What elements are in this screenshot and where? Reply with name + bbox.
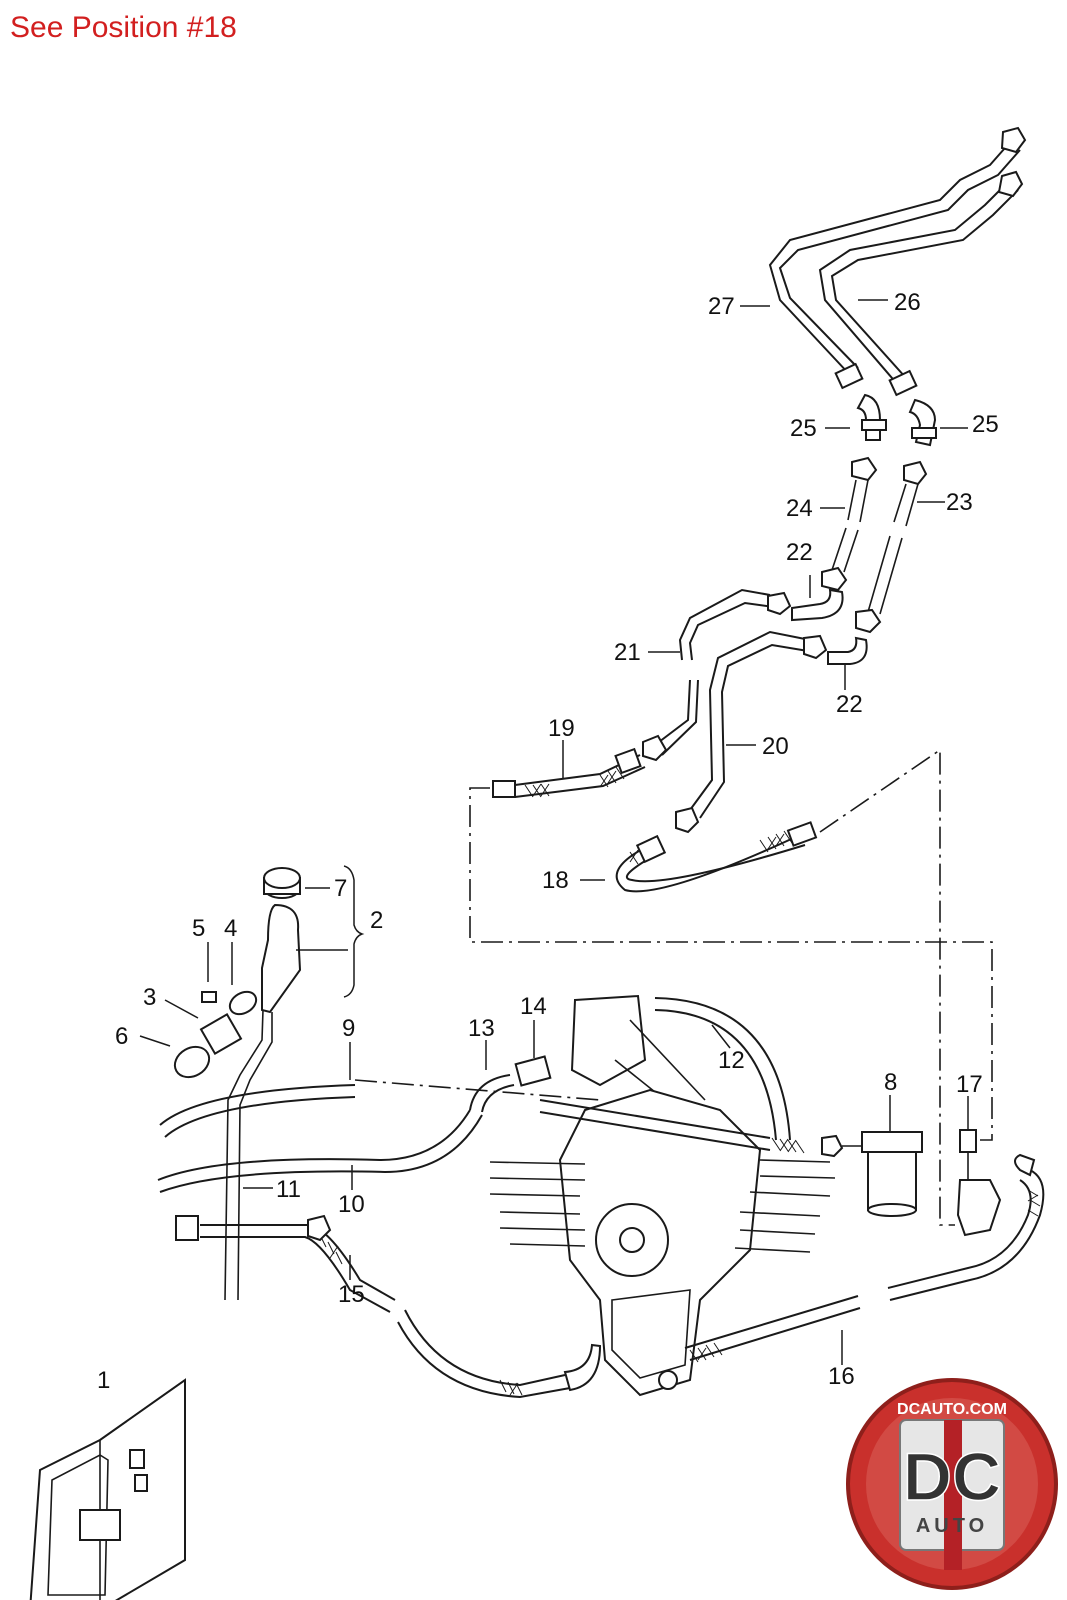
elbow-22-upper bbox=[791, 588, 844, 622]
callout-12: 12 bbox=[718, 1047, 745, 1074]
sleeve-14 bbox=[514, 1055, 552, 1087]
filler-neck-2 bbox=[224, 903, 302, 1301]
callout-24: 24 bbox=[786, 495, 813, 522]
filler-cap-7 bbox=[263, 867, 301, 899]
page-header: See Position #18 bbox=[10, 8, 237, 48]
hose-15 bbox=[175, 1214, 602, 1399]
callout-10: 10 bbox=[338, 1191, 365, 1218]
callout-11: 11 bbox=[276, 1176, 301, 1203]
callout-4: 4 bbox=[224, 915, 237, 942]
hose-13 bbox=[469, 1074, 515, 1113]
callout-5: 5 bbox=[192, 915, 205, 942]
oil-pipe-27 bbox=[768, 126, 1027, 390]
oil-line-filter bbox=[539, 1099, 844, 1158]
tube-24 bbox=[821, 456, 878, 592]
oil-pipe-26 bbox=[818, 170, 1024, 397]
callout-2: 2 bbox=[370, 907, 383, 934]
hose-12 bbox=[654, 997, 791, 1141]
callout-20: 20 bbox=[762, 733, 789, 760]
hose-9 bbox=[159, 1084, 356, 1138]
union-25-left bbox=[856, 393, 887, 441]
callout-labels: 1 2 3 4 5 6 7 8 9 10 11 12 13 14 15 16 1… bbox=[97, 289, 999, 1394]
hose-10 bbox=[157, 1109, 483, 1193]
callout-18: 18 bbox=[542, 867, 569, 894]
clamp-6 bbox=[173, 1045, 211, 1079]
oil-pipe-20 bbox=[675, 630, 828, 834]
callout-25-left: 25 bbox=[790, 415, 817, 442]
leader-lines bbox=[139, 299, 969, 1365]
callout-8: 8 bbox=[884, 1069, 897, 1096]
oil-tank-1 bbox=[29, 1378, 186, 1600]
elbow-22-lower bbox=[827, 636, 868, 665]
dcauto-logo: DCAUTO.COM DC AUTO bbox=[846, 1378, 1058, 1590]
callout-22-lower: 22 bbox=[836, 691, 863, 718]
callout-9: 9 bbox=[342, 1015, 355, 1042]
hose-16 bbox=[658, 1153, 1045, 1390]
screw-5 bbox=[201, 991, 217, 1003]
callout-19: 19 bbox=[548, 715, 575, 742]
callout-6: 6 bbox=[115, 1023, 128, 1050]
bracket-2 bbox=[343, 865, 365, 998]
callout-13: 13 bbox=[468, 1015, 495, 1042]
callout-23: 23 bbox=[946, 489, 973, 516]
callout-7: 7 bbox=[334, 875, 347, 902]
hose-18 bbox=[615, 821, 818, 893]
callout-27: 27 bbox=[708, 293, 735, 320]
callout-1: 1 bbox=[97, 1367, 110, 1394]
hose-19 bbox=[492, 747, 646, 798]
tube-23 bbox=[855, 460, 928, 634]
callout-14: 14 bbox=[520, 993, 547, 1020]
header-text: See Position #18 bbox=[10, 11, 237, 44]
callout-22-upper: 22 bbox=[786, 539, 813, 566]
logo-top-text: DCAUTO.COM bbox=[897, 1401, 1007, 1418]
engine bbox=[489, 1088, 836, 1397]
clamp-4 bbox=[228, 990, 258, 1016]
callout-15: 15 bbox=[338, 1281, 365, 1308]
logo-bottom-text: AUTO bbox=[916, 1515, 988, 1537]
logo-big-text: DC bbox=[903, 1439, 1001, 1515]
oil-pipe-21 bbox=[642, 588, 792, 762]
callout-25-right: 25 bbox=[972, 411, 999, 438]
callout-17: 17 bbox=[956, 1071, 983, 1098]
engine-studs bbox=[489, 1159, 836, 1253]
breather-box bbox=[570, 994, 706, 1121]
oil-filter-8 bbox=[842, 1131, 923, 1217]
sleeve-3 bbox=[199, 1013, 243, 1055]
union-25-right bbox=[908, 398, 937, 447]
callout-3: 3 bbox=[143, 984, 156, 1011]
bracket-17 bbox=[956, 1129, 1002, 1237]
callout-21: 21 bbox=[614, 639, 641, 666]
callout-26: 26 bbox=[894, 289, 921, 316]
callout-16: 16 bbox=[828, 1363, 855, 1390]
